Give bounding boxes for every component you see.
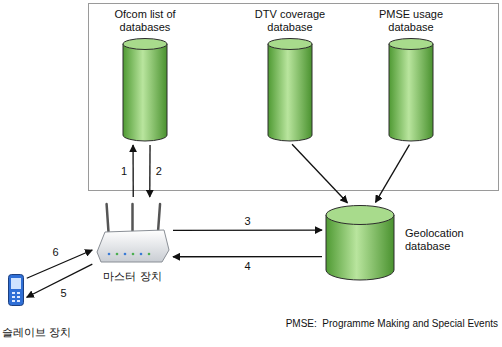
- node-label: 슬레이브 장치: [2, 326, 92, 339]
- node-label: 마스터 장치: [85, 270, 180, 283]
- node-label: Geolocation database: [405, 227, 490, 253]
- router-body: [97, 230, 169, 262]
- phone-key: [12, 300, 15, 302]
- database-cylinder-icon: [388, 38, 434, 142]
- router-led: [132, 253, 135, 256]
- database-cylinder: Geolocation database: [325, 205, 395, 281]
- phone-key: [17, 296, 20, 298]
- database-cylinder-icon: [122, 38, 168, 142]
- router-led: [124, 253, 127, 256]
- phone-key: [12, 296, 15, 298]
- database-cylinder-icon: [325, 205, 395, 281]
- phone-key: [12, 292, 15, 294]
- step-number: 3: [242, 215, 252, 227]
- step-number: 4: [242, 260, 252, 272]
- phone-body: [9, 275, 24, 306]
- step-number: 6: [50, 246, 60, 258]
- master-device-icon: [95, 200, 170, 266]
- node-label: PMSE usage database: [361, 8, 461, 34]
- router-led: [148, 253, 151, 256]
- router-led: [140, 253, 143, 256]
- cylinder-top: [389, 39, 433, 50]
- database-cylinder: Ofcom list of databases: [122, 38, 168, 142]
- phone-key: [17, 292, 20, 294]
- arrow-connector: [132, 145, 133, 197]
- router-antenna: [107, 204, 109, 232]
- router-led: [116, 253, 119, 256]
- slave-device: 슬레이브 장치: [8, 274, 24, 306]
- slave-device-icon: [8, 274, 24, 306]
- step-number: 5: [58, 287, 68, 299]
- footnote: PMSE: Programme Making and Special Event…: [286, 318, 498, 330]
- arrow-connector: [173, 229, 322, 231]
- cylinder-body: [268, 44, 312, 141]
- node-label: Ofcom list of databases: [95, 8, 195, 34]
- cylinder-top: [123, 39, 167, 50]
- arrow-connector: [173, 256, 322, 257]
- router-antenna: [158, 204, 160, 232]
- arrow-connector: [149, 145, 151, 197]
- master-device: 마스터 장치: [95, 200, 170, 266]
- database-cylinder: DTV coverage database: [267, 38, 313, 142]
- cylinder-body: [389, 44, 433, 141]
- phone-screen: [11, 278, 21, 289]
- database-cylinder: PMSE usage database: [388, 38, 434, 142]
- router-antenna: [131, 204, 134, 232]
- phone-key: [17, 300, 20, 302]
- step-number: 1: [119, 165, 129, 177]
- arrow-connector: [292, 144, 347, 203]
- cylinder-top: [268, 39, 312, 50]
- database-cylinder-icon: [267, 38, 313, 142]
- node-label: DTV coverage database: [240, 8, 340, 34]
- arrow-connector: [376, 145, 410, 203]
- cylinder-top: [326, 206, 394, 225]
- step-number: 2: [154, 165, 164, 177]
- cylinder-body: [123, 44, 167, 141]
- router-led: [108, 253, 111, 256]
